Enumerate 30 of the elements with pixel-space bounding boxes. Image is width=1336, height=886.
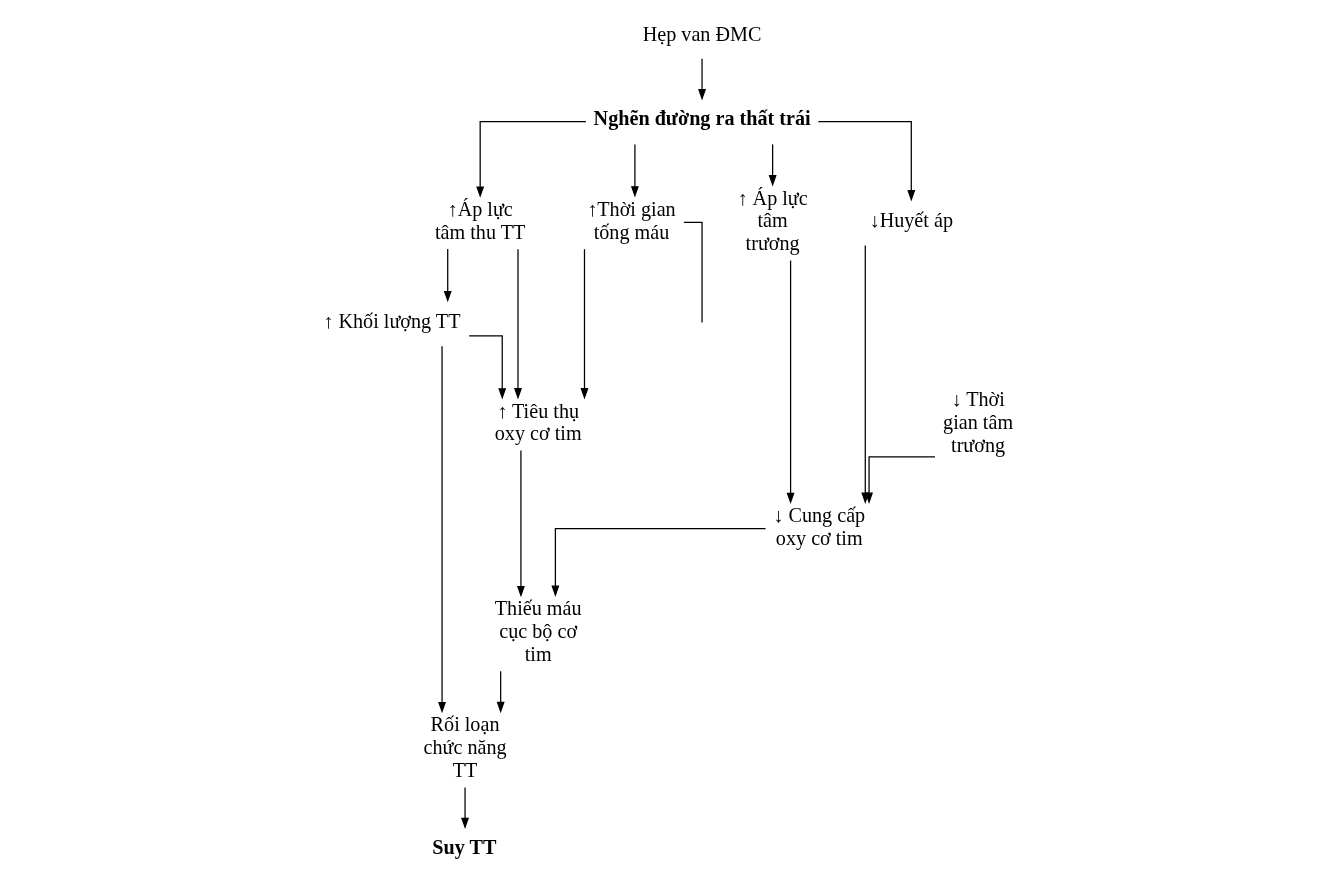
arrow — [768, 143, 777, 187]
arrow — [468, 335, 507, 400]
arrow — [496, 670, 505, 714]
arrow — [551, 528, 767, 597]
node-text: ↑ Tiêu thụ oxy cơ tim — [494, 399, 582, 445]
node-text: ↓Huyết áp — [869, 209, 953, 232]
node-text: ↑ Áp lực tâm trương — [737, 186, 808, 254]
node-text: ↑Thời gian tống máu — [587, 197, 676, 243]
node-text: ↑ Khối lượng TT — [323, 310, 461, 333]
arrow — [817, 120, 916, 202]
arrow — [580, 248, 589, 400]
arrow — [476, 120, 587, 198]
arrow — [865, 456, 936, 504]
arrow — [516, 449, 525, 598]
node-text: Suy TT — [432, 835, 497, 858]
node-text: ↑Áp lực tâm thu TT — [435, 197, 526, 243]
arrow — [630, 143, 639, 198]
arrow — [786, 259, 795, 505]
arrow — [514, 248, 522, 400]
node-text: ↓ Thời gian tâm trương — [943, 388, 1014, 456]
arrow — [443, 248, 452, 303]
arrow — [698, 58, 706, 101]
node-text: Hẹp van ĐMC — [642, 22, 762, 45]
node-text: ↓ Cung cấp oxy cơ tim — [773, 504, 866, 549]
arrow — [438, 345, 446, 714]
connector — [683, 221, 703, 324]
node-text: Nghẽn đường ra thất trái — [593, 107, 811, 130]
node-text: Rối loạn chức năng TT — [423, 713, 507, 781]
arrow — [461, 786, 470, 830]
node-text: Thiếu máu cục bộ cơ tim — [494, 597, 582, 665]
